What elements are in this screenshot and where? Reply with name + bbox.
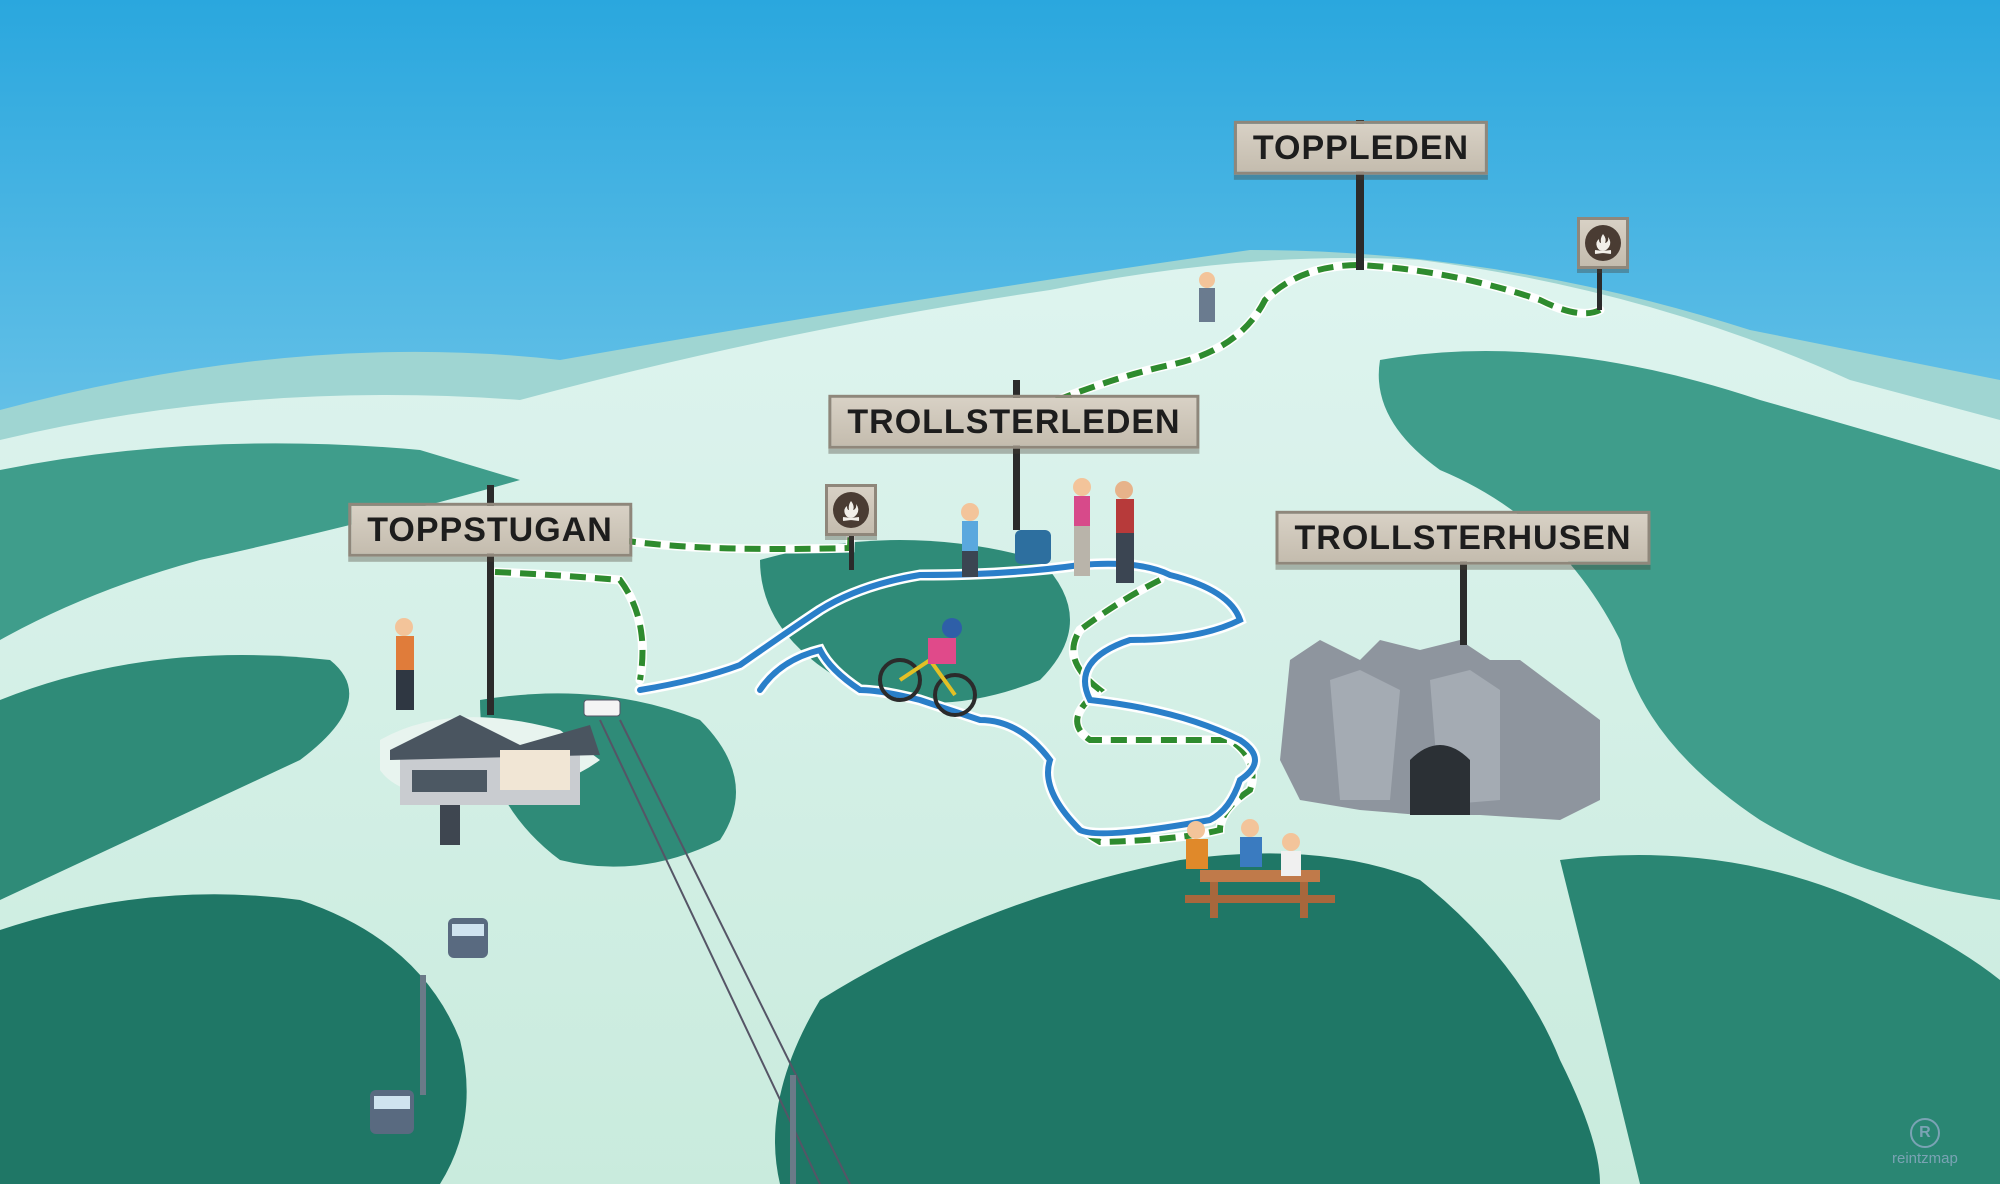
sign-trollsterleden: TROLLSTERLEDEN	[828, 394, 1200, 450]
campfire-sign-top	[1577, 217, 1629, 269]
hikers	[395, 272, 1215, 710]
forest-band-bottom-center	[775, 853, 1600, 1184]
campfire-sign-middle	[825, 484, 877, 536]
campfire-icon	[833, 492, 869, 528]
watermark-text: reintzmap	[1892, 1150, 1958, 1167]
forest-band-bottom-right	[1560, 855, 2000, 1184]
gondola-icon	[370, 699, 851, 1184]
forest-band-left-lower	[0, 655, 350, 900]
reintzmap-logo-icon: R	[1909, 1118, 1940, 1148]
biker	[878, 618, 977, 717]
cabin-icon	[380, 715, 600, 845]
forest-band-bottom-left	[0, 894, 467, 1184]
forest-band-left	[0, 443, 520, 640]
campfire-icon	[1585, 225, 1621, 261]
forest-band-center	[760, 540, 1070, 703]
bike-trail	[634, 558, 1261, 839]
sign-toppleden: TOPPLEDEN	[1233, 120, 1489, 176]
hiking-trail	[490, 260, 1605, 847]
forest-band-right	[1378, 351, 2000, 900]
rock-formation-icon	[1280, 640, 1600, 820]
sign-trollsterhusen: TROLLSTERHUSEN	[1275, 510, 1651, 566]
sign-toppstugan: TOPPSTUGAN	[348, 502, 632, 558]
picnic-table-icon	[1185, 819, 1335, 918]
watermark: R reintzmap	[1892, 1118, 1958, 1167]
